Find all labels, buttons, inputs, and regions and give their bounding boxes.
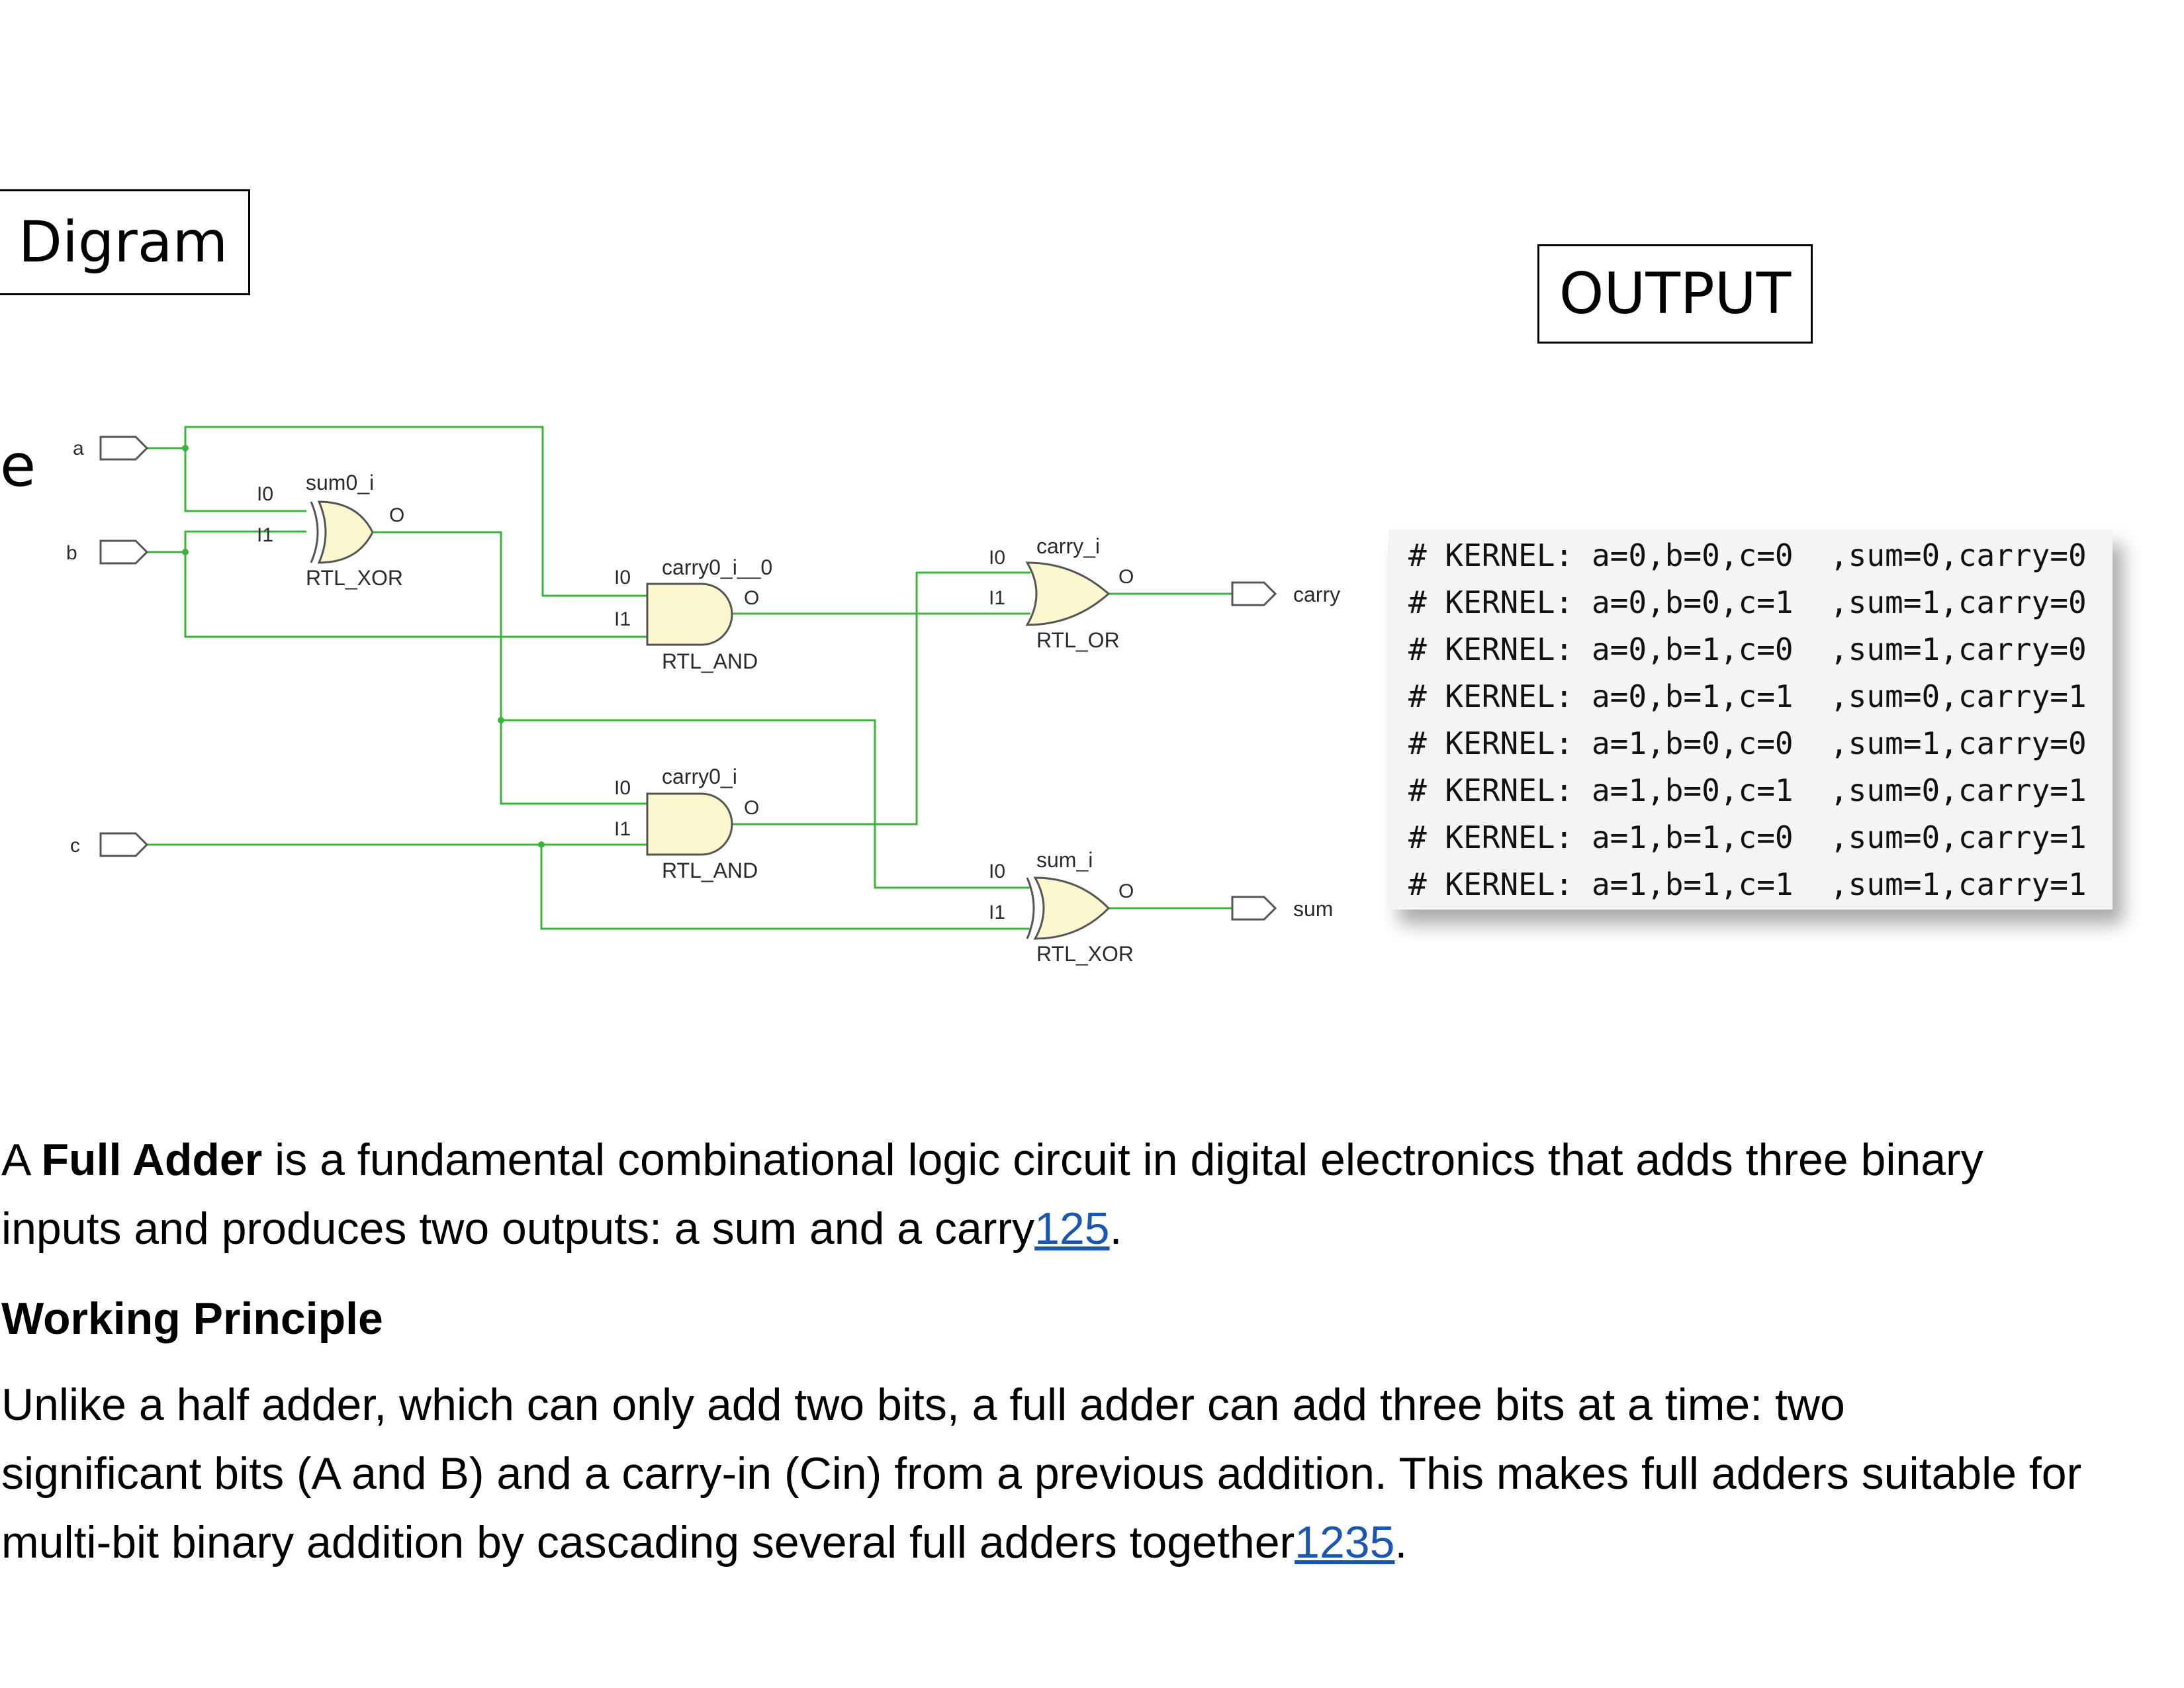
- output-line: # KERNEL: a=0,b=0,c=1 ,sum=1,carry=0: [1408, 585, 2087, 620]
- output-line: # KERNEL: a=1,b=1,c=0 ,sum=0,carry=1: [1408, 820, 2087, 855]
- intro-prefix: A: [1, 1135, 42, 1185]
- gate-sum0-out: O: [389, 504, 404, 526]
- intro-paragraph: A Full Adder is a fundamental combinatio…: [1, 1125, 1983, 1263]
- stray-letter: e: [0, 432, 36, 500]
- intro-line-1-text: is a fundamental combinational logic cir…: [262, 1135, 1983, 1185]
- port-sum: sum: [1231, 896, 1333, 921]
- port-c: c: [70, 832, 149, 857]
- wire-sum0-and: [500, 720, 647, 805]
- gate-carry0-i-0-in1: I1: [614, 608, 631, 630]
- wire-b-xor: [184, 530, 306, 552]
- gate-carry0-type: RTL_AND: [662, 859, 758, 882]
- principle-line-1: Unlike a half adder, which can only add …: [1, 1380, 1845, 1430]
- port-carry: carry: [1231, 581, 1340, 606]
- output-line: # KERNEL: a=0,b=0,c=0 ,sum=0,carry=0: [1408, 538, 2087, 573]
- gate-carry-in0: I0: [989, 547, 1005, 569]
- output-title: OUTPUT: [1537, 244, 1813, 344]
- output-line: # KERNEL: a=0,b=1,c=1 ,sum=0,carry=1: [1408, 679, 2087, 714]
- intro-term: Full Adder: [41, 1135, 263, 1185]
- wire-a: [147, 426, 647, 597]
- gate-sum-name: sum_i: [1036, 848, 1093, 872]
- gate-carry-name: carry_i: [1036, 534, 1100, 558]
- principle-line-3: multi-bit binary addition by cascading s…: [1, 1508, 2081, 1577]
- gate-sum-xor: sum_i I0 I1 O RTL_XOR: [989, 848, 1134, 966]
- gate-carry0-in1: I1: [614, 818, 631, 840]
- intro-line-1: A Full Adder is a fundamental combinatio…: [1, 1125, 1983, 1194]
- gate-sum-in0: I0: [989, 861, 1005, 882]
- gate-carry0-i-0-name: carry0_i__0: [662, 555, 772, 579]
- simulation-output-panel: # KERNEL: a=0,b=0,c=0 ,sum=0,carry=0 # K…: [1388, 530, 2113, 910]
- intro-line-2: inputs and produces two outputs: a sum a…: [1, 1194, 1983, 1263]
- gate-sum-type: RTL_XOR: [1036, 942, 1134, 966]
- wire-carry0: [731, 571, 1030, 825]
- port-a: a: [73, 436, 149, 461]
- gate-carry0-and: carry0_i I0 I1 O RTL_AND: [614, 765, 759, 882]
- principle-period: .: [1394, 1517, 1408, 1568]
- gate-sum0-name: sum0_i: [306, 471, 374, 494]
- gate-carry-type: RTL_OR: [1036, 628, 1120, 652]
- intro-line-2-text: inputs and produces two outputs: a sum a…: [1, 1203, 1035, 1254]
- port-c-label: c: [70, 835, 80, 857]
- diagram-title: Digram: [0, 189, 250, 295]
- gate-carry0-out: O: [744, 797, 759, 819]
- gate-carry0-i-0-out: O: [744, 587, 759, 609]
- gate-sum0-in0: I0: [257, 483, 273, 505]
- principle-line-2: significant bits (A and B) and a carry-i…: [1, 1448, 2082, 1499]
- gate-sum0-in1: I1: [257, 524, 273, 546]
- intro-period: .: [1109, 1203, 1122, 1254]
- gate-sum0-type: RTL_XOR: [306, 566, 403, 590]
- wire-sum0-xor: [501, 719, 1030, 889]
- gate-carry0-i-0-in0: I0: [614, 567, 631, 588]
- gate-carry0-in0: I0: [614, 777, 631, 799]
- principle-paragraph: Unlike a half adder, which can only add …: [1, 1370, 2081, 1577]
- gate-carry-or: carry_i I0 I1 O RTL_OR: [989, 534, 1134, 652]
- gate-sum-out: O: [1118, 880, 1134, 902]
- port-b: b: [66, 539, 149, 565]
- port-b-label: b: [66, 542, 77, 564]
- gate-carry-in1: I1: [989, 587, 1005, 609]
- wires: [147, 426, 1232, 930]
- principle-line-3-text: multi-bit binary addition by cascading s…: [1, 1517, 1295, 1568]
- gate-sum0-xor: sum0_i I0 I1 O RTL_XOR: [257, 471, 404, 590]
- port-a-label: a: [73, 438, 84, 459]
- reference-link[interactable]: 1235: [1295, 1517, 1395, 1568]
- gate-carry0-name: carry0_i: [662, 765, 737, 788]
- section-heading: Working Principle: [1, 1293, 383, 1344]
- wire-a-xor: [184, 448, 306, 512]
- reference-link[interactable]: 125: [1034, 1203, 1110, 1254]
- output-line: # KERNEL: a=0,b=1,c=0 ,sum=1,carry=0: [1408, 632, 2087, 667]
- output-line: # KERNEL: a=1,b=0,c=1 ,sum=0,carry=1: [1408, 773, 2087, 808]
- wire-c-xor: [540, 845, 1030, 930]
- gate-carry-out: O: [1118, 566, 1134, 588]
- output-line: # KERNEL: a=1,b=1,c=1 ,sum=1,carry=1: [1408, 867, 2087, 902]
- wire-sum0: [373, 531, 502, 720]
- gate-carry0-i-0-and: carry0_i__0 I0 I1 O RTL_AND: [614, 555, 772, 673]
- full-adder-circuit: a b c carry sum sum0_i I0 I1 O RTL_XOR c…: [66, 426, 1340, 966]
- gate-sum-in1: I1: [989, 902, 1005, 923]
- port-sum-label: sum: [1293, 897, 1333, 921]
- port-carry-label: carry: [1293, 583, 1340, 606]
- output-line: # KERNEL: a=1,b=0,c=0 ,sum=1,carry=0: [1408, 726, 2087, 761]
- wire-b: [147, 551, 647, 638]
- junction-dots: [182, 445, 545, 848]
- gate-carry0-i-0-type: RTL_AND: [662, 649, 758, 673]
